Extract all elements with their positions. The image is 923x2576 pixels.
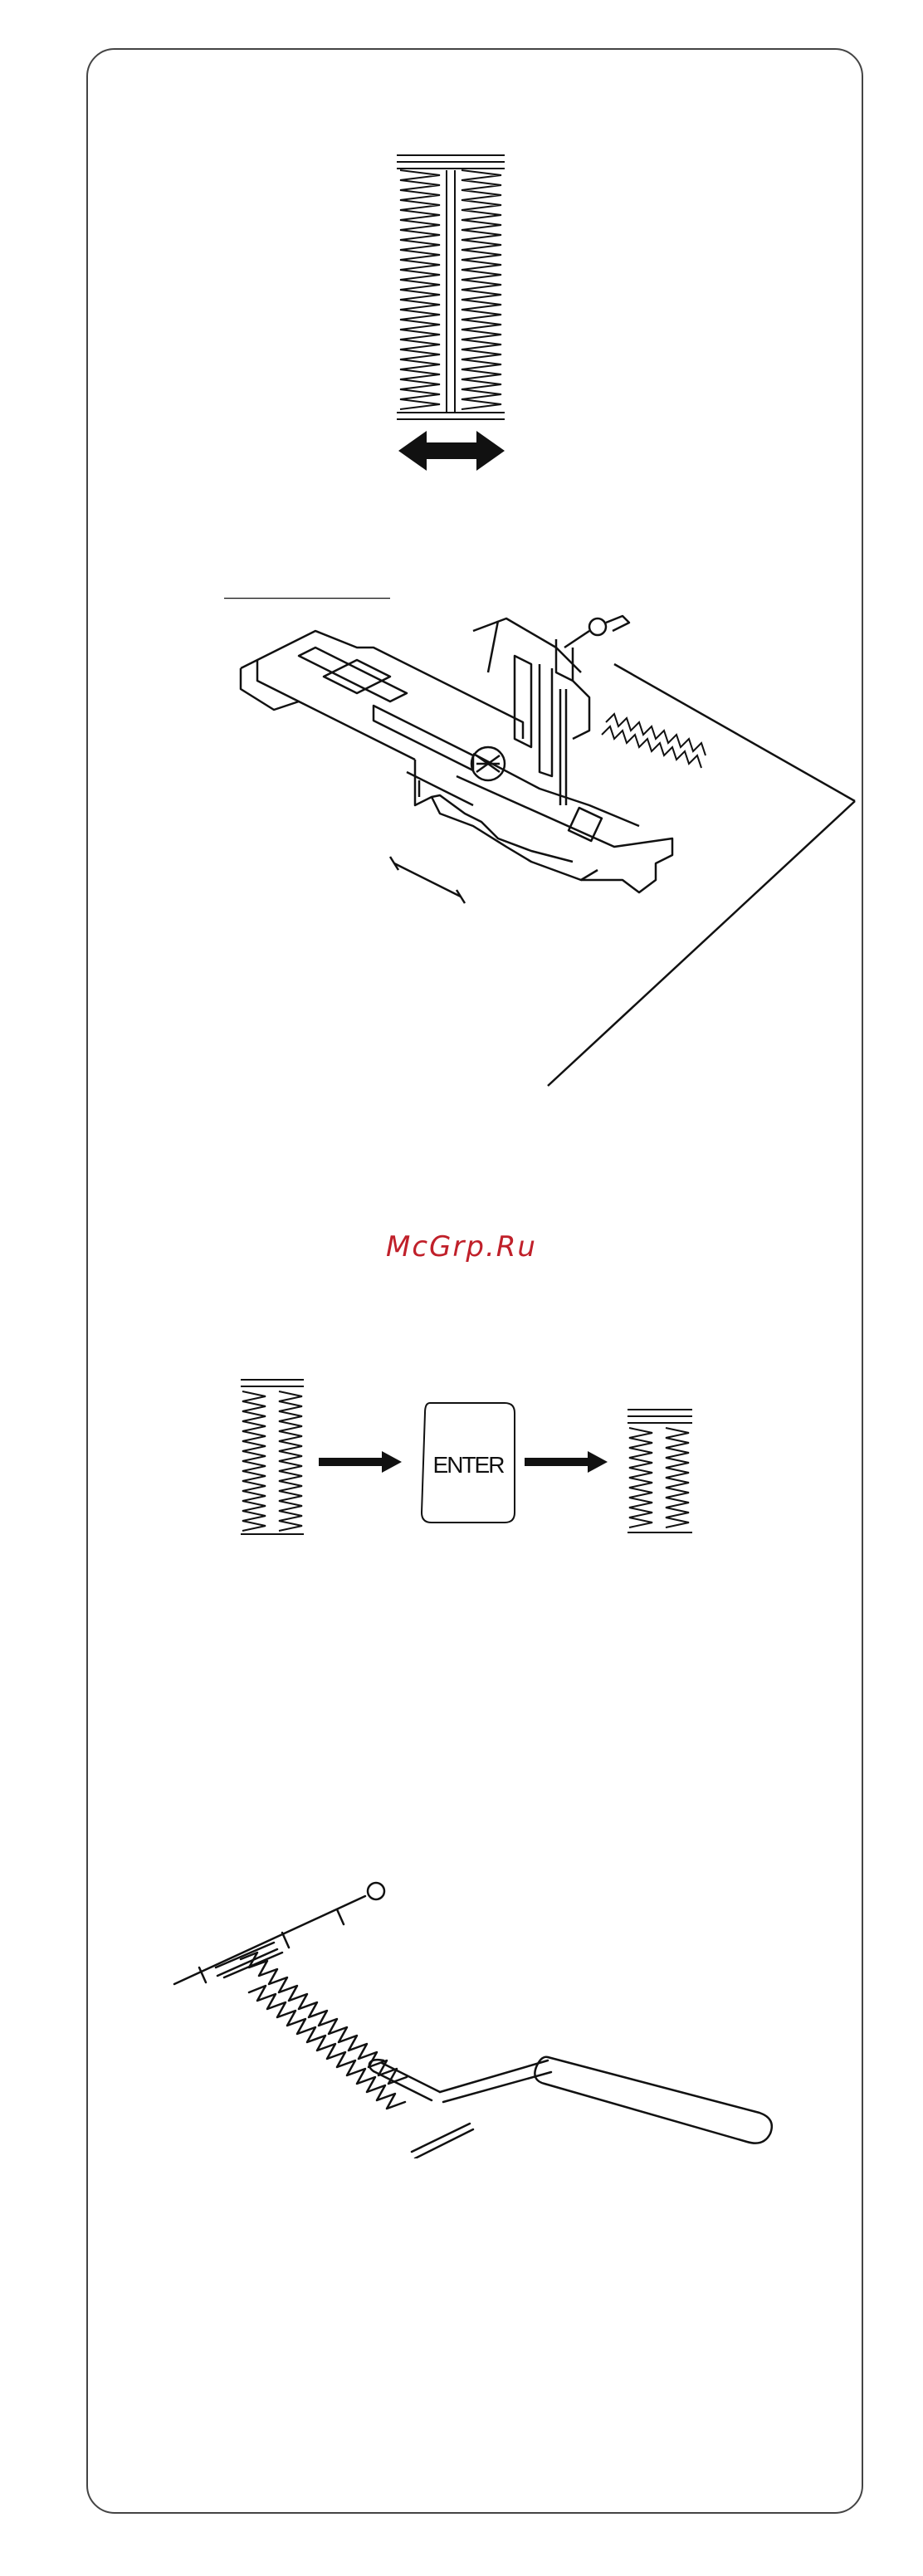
buttonhole-stitch-icon [628,1410,692,1532]
double-arrow-icon [398,431,505,471]
enter-sequence-figure: ENTER [232,1370,714,1569]
seam-ripper-illustration [166,1843,780,2158]
buttonhole-stitch-figure [365,145,564,486]
enter-key-label: ENTER [433,1452,505,1478]
arrow-right-icon [319,1451,402,1473]
buttonhole-stitch-icon [397,155,505,419]
arrow-right-icon [525,1451,608,1473]
watermark-text: McGrp.Ru [0,1230,923,1264]
buttonhole-presser-foot-illustration [224,598,863,1112]
buttonhole-stitch-icon [241,1380,304,1534]
